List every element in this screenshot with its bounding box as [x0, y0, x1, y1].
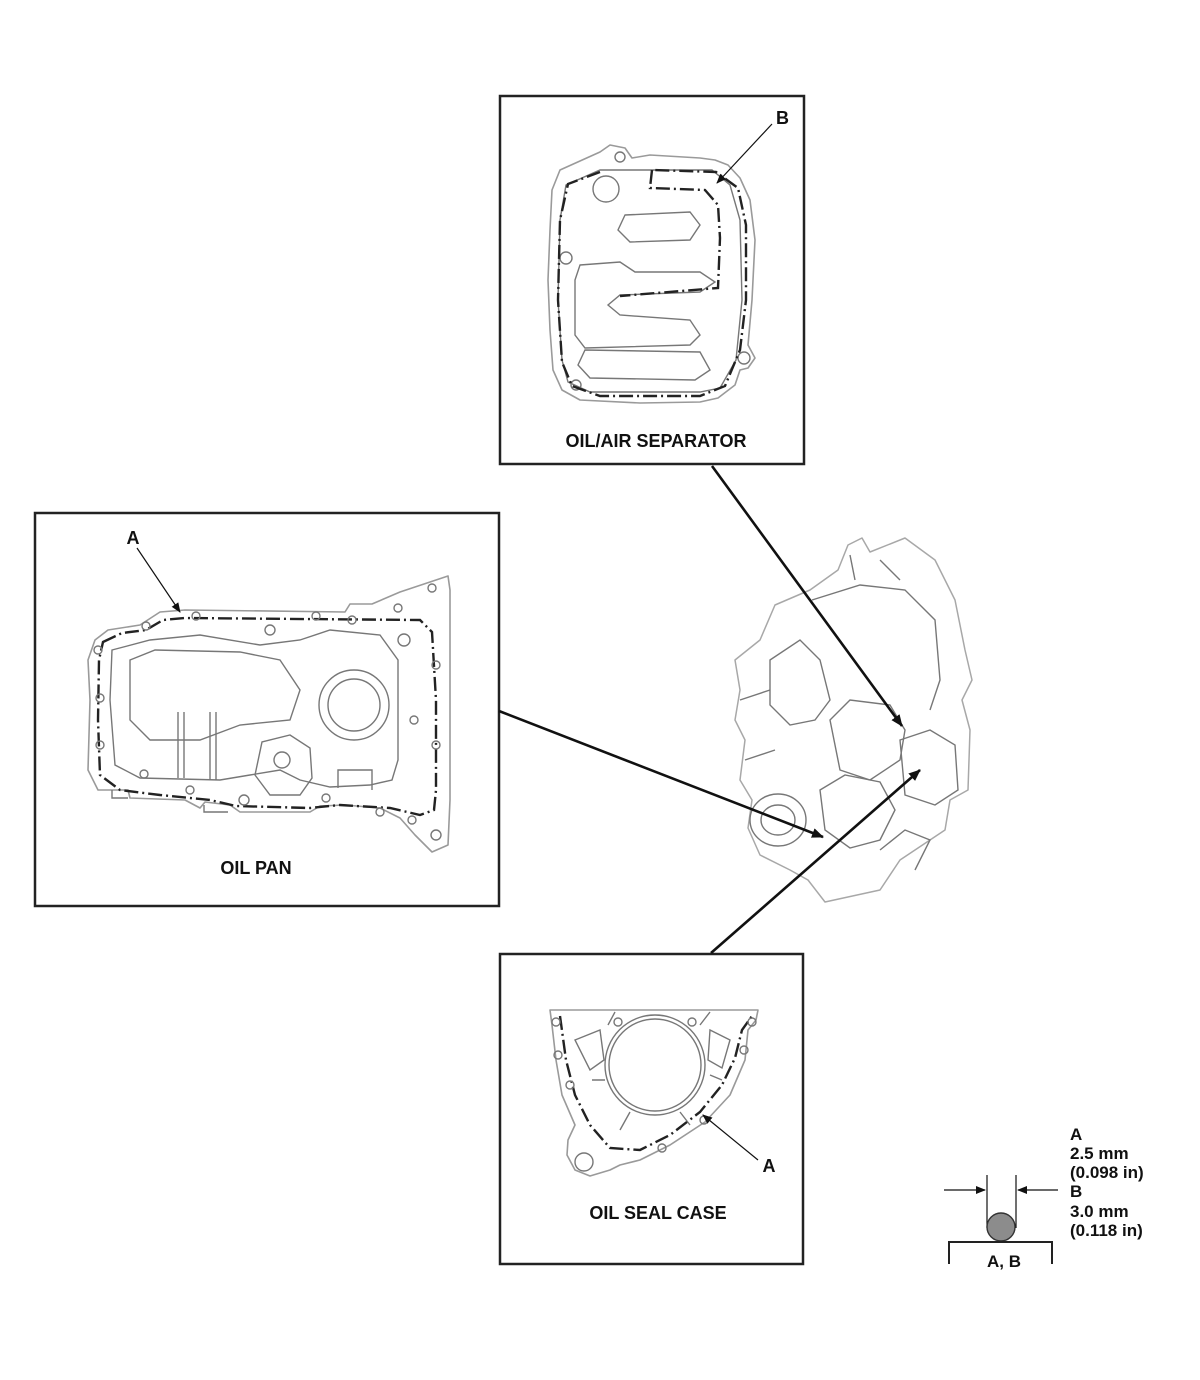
callout-label: B: [776, 108, 789, 128]
panel-oil-pan: A OIL PAN: [33, 511, 501, 908]
panel-oil-seal-case: A OIL SEAL CASE: [498, 952, 805, 1266]
bead-cross-section-icon: [944, 1175, 1058, 1264]
panel-title: OIL/AIR SEPARATOR: [565, 431, 746, 451]
cross-section-label: A, B: [987, 1252, 1021, 1271]
leader-oil-pan-to-engine: [498, 709, 824, 839]
engine-assembly-illustration: [734, 537, 973, 903]
bead-size-legend: A 2.5 mm (0.098 in) B 3.0 mm (0.118 in) …: [944, 1125, 1144, 1271]
legend-a-size-mm: 2.5 mm: [1070, 1144, 1129, 1163]
oil-pan-illustration: [87, 575, 451, 853]
legend-b-size-in: (0.118 in): [1070, 1221, 1143, 1240]
callout-label: A: [763, 1156, 776, 1176]
oil-seal-case-illustration: [549, 1009, 759, 1177]
panel-title: OIL PAN: [220, 858, 291, 878]
leader-seal-case-to-engine: [710, 769, 921, 954]
oil-air-separator-illustration: [547, 144, 756, 404]
legend-b-label: B: [1070, 1182, 1082, 1201]
panel-oil-air-separator: B OIL/AIR SEPARATOR: [498, 94, 806, 466]
legend-a-label: A: [1070, 1125, 1082, 1144]
legend-b-size-mm: 3.0 mm: [1070, 1202, 1129, 1221]
leader-separator-to-engine: [710, 465, 904, 727]
legend-a-size-in: (0.098 in): [1070, 1163, 1144, 1182]
callout-label: A: [127, 528, 140, 548]
panel-title: OIL SEAL CASE: [589, 1203, 726, 1223]
